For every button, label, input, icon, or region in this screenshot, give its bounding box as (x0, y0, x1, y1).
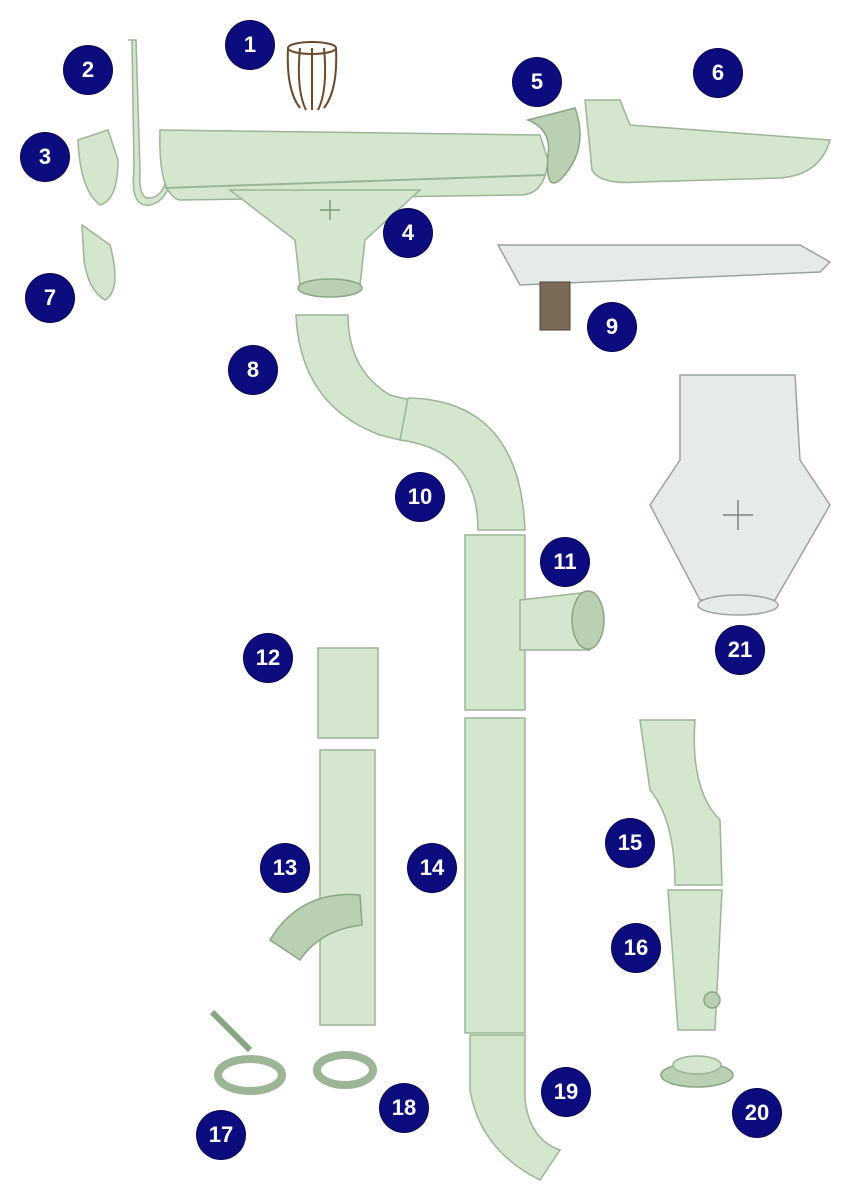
callout-badge-3: 3 (21, 133, 69, 181)
part-end-cap-alt (81, 223, 116, 301)
callout-badge-7: 7 (26, 274, 74, 322)
part-funnel-outlet (649, 374, 831, 616)
part-gutter-guard (496, 244, 832, 331)
callout-badge-14: 14 (408, 844, 456, 892)
part-rainwater-diverter (667, 889, 723, 1031)
part-rain-collector (268, 749, 376, 1026)
callout-badge-19: 19 (542, 1068, 590, 1116)
part-branch-tee (464, 534, 605, 711)
part-downpipe (464, 717, 526, 1034)
callout-badge-1: 1 (226, 21, 274, 69)
part-pipe-clamp-with-pin (209, 1009, 286, 1095)
part-pipe-clamp (313, 1051, 377, 1089)
part-gutter-connector (525, 107, 581, 184)
callout-badge-5: 5 (513, 58, 561, 106)
callout-badge-12: 12 (244, 634, 292, 682)
part-pipe-socket (317, 647, 379, 739)
callout-badge-16: 16 (612, 924, 660, 972)
part-outlet-shoe (469, 1034, 562, 1181)
part-elbow-lower (399, 397, 526, 531)
part-gutter-section (584, 99, 831, 184)
callout-badge-10: 10 (396, 473, 444, 521)
callout-badge-11: 11 (541, 538, 589, 586)
callout-badge-2: 2 (64, 46, 112, 94)
part-elbow-upper (295, 314, 411, 441)
part-offset-bend (639, 719, 723, 886)
callout-badge-18: 18 (380, 1084, 428, 1132)
callout-badge-8: 8 (229, 346, 277, 394)
callout-badge-4: 4 (384, 209, 432, 257)
callout-badge-9: 9 (588, 303, 636, 351)
part-ground-adapter (660, 1055, 734, 1088)
part-gutter (159, 129, 549, 201)
callout-badge-13: 13 (261, 844, 309, 892)
part-leaf-strainer (286, 41, 338, 111)
callout-badge-21: 21 (716, 626, 764, 674)
callout-badge-15: 15 (606, 819, 654, 867)
part-end-cap (77, 129, 119, 206)
callout-badge-20: 20 (733, 1089, 781, 1137)
callout-badge-6: 6 (694, 49, 742, 97)
callout-badge-17: 17 (197, 1111, 245, 1159)
part-gutter-outlet (227, 189, 422, 298)
